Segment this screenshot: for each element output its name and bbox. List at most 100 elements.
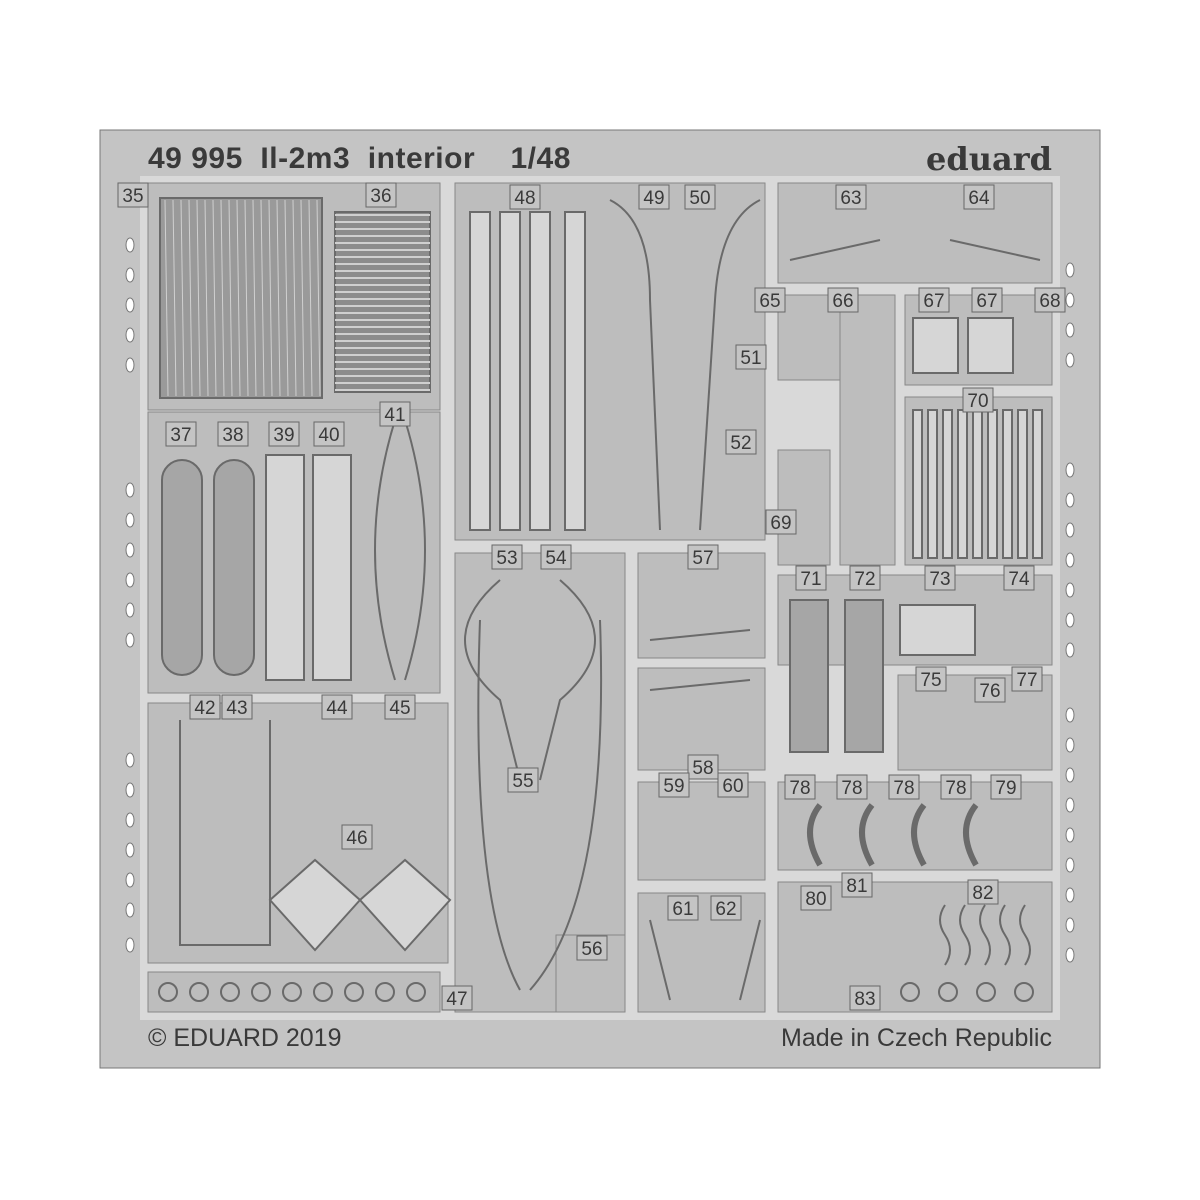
part-number-label: 40 bbox=[318, 425, 339, 446]
part-label-box bbox=[795, 565, 827, 591]
part-number-label: 44 bbox=[326, 698, 348, 719]
part-number-label: 59 bbox=[663, 776, 684, 797]
part-number-label: 46 bbox=[346, 828, 367, 849]
rosette-part-83 bbox=[900, 982, 920, 1002]
wood-grain bbox=[260, 199, 265, 397]
part-number-label: 56 bbox=[581, 939, 602, 960]
tab-hole bbox=[125, 872, 135, 888]
tab-hole bbox=[1065, 737, 1075, 753]
tab-hole bbox=[1065, 612, 1075, 628]
part-number-label: 82 bbox=[972, 883, 993, 904]
part-number-label: 58 bbox=[692, 758, 713, 779]
part-label-box bbox=[754, 287, 786, 313]
part-label-box bbox=[268, 421, 300, 447]
lever-parts bbox=[649, 239, 1041, 1001]
grille-part-36 bbox=[334, 211, 431, 393]
wood-grain bbox=[228, 199, 233, 397]
rosette-part-47 bbox=[313, 982, 333, 1002]
part-number-label: 63 bbox=[840, 188, 861, 209]
fan-part-46 bbox=[358, 858, 452, 952]
part-number-label: 43 bbox=[226, 698, 247, 719]
part-label-box bbox=[835, 184, 867, 210]
wood-grain bbox=[212, 199, 217, 397]
tab-hole bbox=[125, 842, 135, 858]
tab-hole bbox=[1065, 797, 1075, 813]
bracket-part-67 bbox=[912, 317, 959, 374]
tab-hole bbox=[1065, 947, 1075, 963]
part-number-label: 78 bbox=[945, 778, 966, 799]
perforated-panel bbox=[844, 599, 884, 753]
part-number-label: 52 bbox=[730, 433, 751, 454]
part-label-box bbox=[165, 421, 197, 447]
part-label-box bbox=[441, 985, 473, 1011]
part-label-box bbox=[658, 772, 690, 798]
tab-hole bbox=[1065, 642, 1075, 658]
slat-part-70 bbox=[987, 409, 998, 559]
rosette-part-47 bbox=[344, 982, 364, 1002]
rail-part-48 bbox=[564, 211, 586, 531]
strap-part-42-43 bbox=[179, 720, 271, 946]
part-number-label: 37 bbox=[170, 425, 191, 446]
part-label-box bbox=[974, 677, 1006, 703]
tab-hole bbox=[1065, 707, 1075, 723]
tab-hole bbox=[1065, 582, 1075, 598]
part-label-box bbox=[962, 387, 994, 413]
part-panel bbox=[637, 781, 766, 881]
rail-part-48 bbox=[529, 211, 551, 531]
spring-part-82 bbox=[959, 904, 971, 966]
slat-part-70 bbox=[1032, 409, 1043, 559]
part-number-label: 74 bbox=[1008, 569, 1030, 590]
part-panel bbox=[839, 294, 896, 566]
part-label-box bbox=[800, 885, 832, 911]
slat-part-70 bbox=[1017, 409, 1028, 559]
wood-grain bbox=[308, 199, 313, 397]
slat-part-70 bbox=[927, 409, 938, 559]
origin-text: Made in Czech Republic bbox=[781, 1024, 1052, 1052]
rosette-part-83 bbox=[938, 982, 958, 1002]
part-label-box bbox=[379, 401, 411, 427]
brand-logo: eduard bbox=[926, 140, 1052, 178]
part-number-label: 71 bbox=[800, 569, 821, 590]
tab-hole bbox=[125, 602, 135, 618]
wood-grain bbox=[276, 199, 281, 397]
part-number-label: 62 bbox=[715, 899, 736, 920]
harness-part-53-54 bbox=[464, 579, 603, 991]
part-label-box bbox=[849, 985, 881, 1011]
part-label-box bbox=[117, 182, 149, 208]
tab-hole bbox=[125, 512, 135, 528]
bracket-part-67 bbox=[967, 317, 1014, 374]
wood-grain bbox=[220, 199, 225, 397]
part-label-box bbox=[940, 774, 972, 800]
perforated-panel bbox=[161, 459, 203, 676]
part-number-label: 50 bbox=[689, 188, 710, 209]
part-label-box bbox=[341, 824, 373, 850]
wood-grain bbox=[268, 199, 273, 397]
part-number-label: 83 bbox=[854, 989, 875, 1010]
belt-part-41 bbox=[374, 419, 426, 681]
tab-hole bbox=[125, 572, 135, 588]
rosette-part-47 bbox=[375, 982, 395, 1002]
part-number-label: 68 bbox=[1039, 291, 1060, 312]
wood-grain bbox=[316, 199, 321, 397]
tab-hole bbox=[1065, 857, 1075, 873]
slat-part-70 bbox=[912, 409, 923, 559]
part-number-label: 79 bbox=[995, 778, 1016, 799]
part-label-box bbox=[971, 287, 1003, 313]
tab-hole bbox=[1065, 522, 1075, 538]
tab-hole bbox=[125, 937, 135, 953]
part-number-label: 53 bbox=[496, 548, 517, 569]
tab-hole bbox=[125, 237, 135, 253]
part-number-label: 70 bbox=[967, 391, 988, 412]
strap-part bbox=[312, 454, 352, 681]
part-number-label: 72 bbox=[854, 569, 875, 590]
wood-grain bbox=[204, 199, 209, 397]
tab-hole bbox=[1065, 462, 1075, 478]
rosette-part-83 bbox=[976, 982, 996, 1002]
part-number-label: 60 bbox=[722, 776, 743, 797]
part-number-label: 73 bbox=[929, 569, 950, 590]
slat-part-70 bbox=[957, 409, 968, 559]
tab-hole bbox=[125, 752, 135, 768]
part-label-box bbox=[217, 421, 249, 447]
part-number-label: 80 bbox=[805, 889, 826, 910]
perforated-panel bbox=[789, 599, 829, 753]
